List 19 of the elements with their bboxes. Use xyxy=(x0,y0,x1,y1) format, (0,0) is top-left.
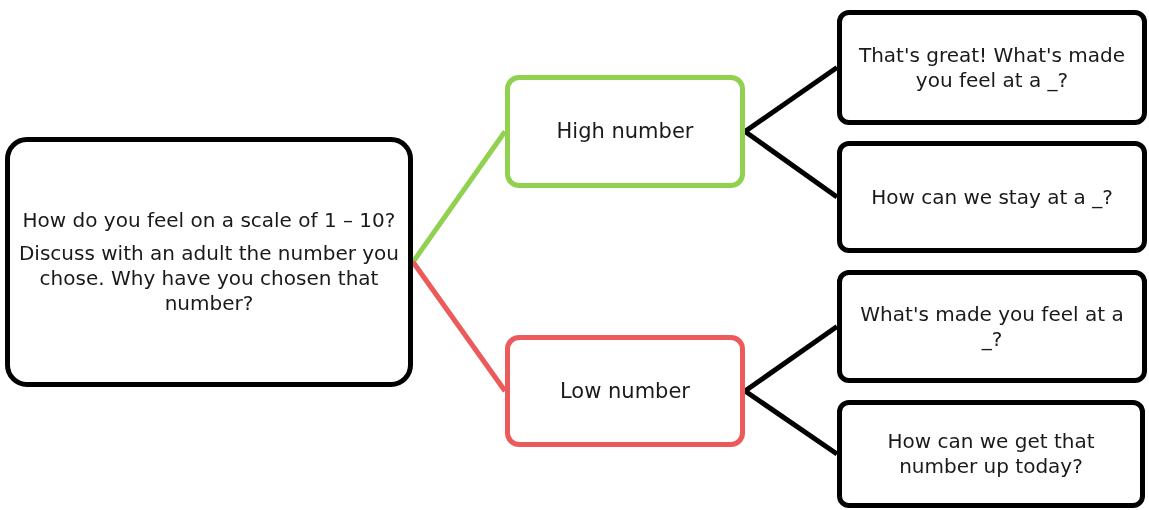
rounded-box xyxy=(837,10,1147,125)
box-text: How can we stay at a _? xyxy=(871,184,1113,210)
connector-line xyxy=(743,129,839,200)
box-text: Low number xyxy=(560,377,690,405)
box-text: How do you feel on a scale of 1 – 10? xyxy=(22,208,396,233)
rounded-box xyxy=(5,137,413,387)
box-text: What's made you feel at a _? xyxy=(859,301,1125,352)
rounded-box xyxy=(505,75,745,188)
rounded-box xyxy=(837,141,1147,253)
connector-line xyxy=(743,388,839,457)
rounded-box xyxy=(837,400,1145,508)
connector-line xyxy=(743,65,839,134)
box-text: How can we get that number up today? xyxy=(886,429,1096,479)
box-text: Discuss with an adult the number you chose. Why have you chosen that number? xyxy=(18,241,400,316)
box-text: High number xyxy=(556,118,694,145)
rounded-box xyxy=(505,335,745,447)
connector-line xyxy=(743,324,839,394)
box-text: That's great! What's made you feel at a _? xyxy=(857,42,1127,93)
rounded-box xyxy=(837,270,1147,383)
